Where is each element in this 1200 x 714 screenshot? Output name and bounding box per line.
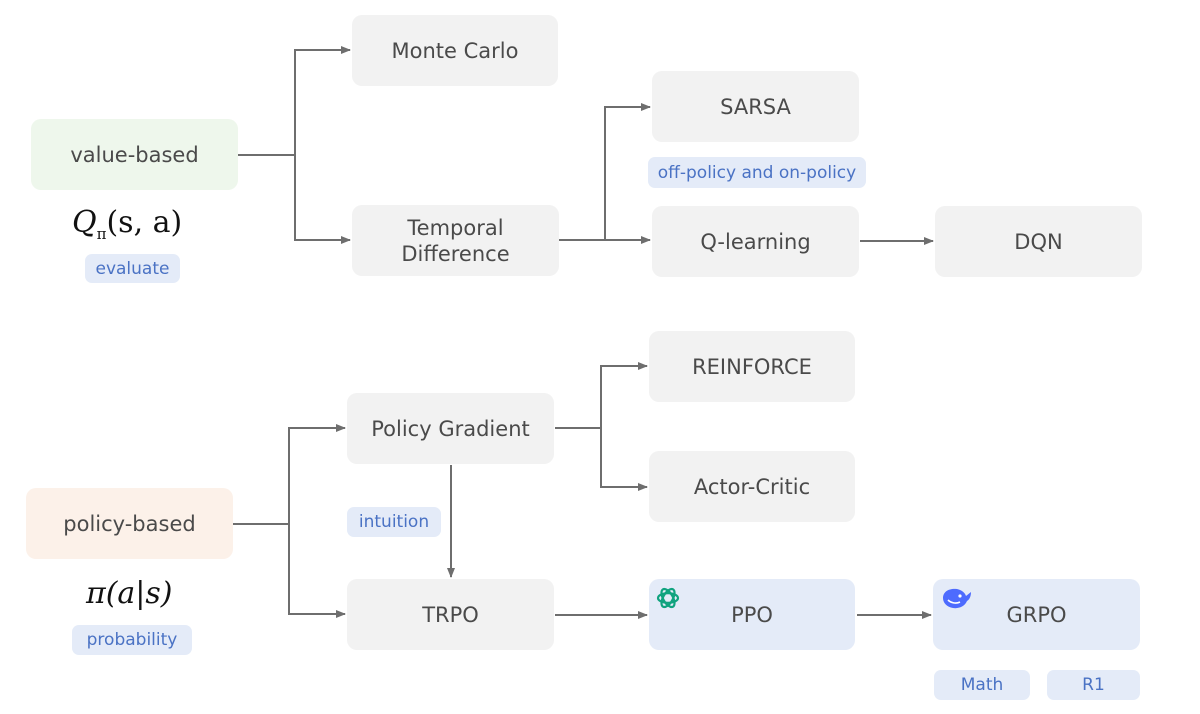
- value-based-node: value-based: [31, 119, 238, 190]
- grpo-node: GRPO: [933, 579, 1140, 650]
- edge-policy-based-to-trpo: [288, 524, 346, 618]
- formula-args: (s, a): [106, 205, 183, 240]
- edge-policy-based-to-policy-gradient: [233, 424, 346, 525]
- edge-value-based-to-temporal-difference: [294, 155, 351, 244]
- openai-logo-icon: [656, 587, 680, 609]
- deepseek-whale-logo-icon: [943, 588, 971, 609]
- dqn-node: DQN: [935, 206, 1142, 277]
- ppo-node: PPO: [649, 579, 855, 650]
- edge-value-based-to-monte-carlo: [238, 46, 351, 156]
- reinforce-node: REINFORCE: [649, 331, 855, 402]
- temporal-difference-node: Temporal Difference: [352, 205, 559, 276]
- formula-pi-subscript: π: [96, 225, 107, 243]
- off-policy-on-policy-tag: off-policy and on-policy: [648, 157, 866, 188]
- policy-gradient-node: Policy Gradient: [347, 393, 554, 464]
- q-learning-node: Q-learning: [652, 206, 859, 277]
- r1-tag: R1: [1047, 670, 1140, 700]
- edge-td-to-sarsa: [559, 103, 651, 241]
- trpo-node: TRPO: [347, 579, 554, 650]
- ppo-label: PPO: [731, 602, 773, 627]
- math-tag: Math: [934, 670, 1030, 700]
- sarsa-node: SARSA: [652, 71, 859, 142]
- grpo-label: GRPO: [1006, 602, 1067, 627]
- intuition-tag: intuition: [347, 507, 441, 537]
- policy-based-node: policy-based: [26, 488, 233, 559]
- value-function-formula: Qπ(s, a): [72, 205, 182, 243]
- policy-function-formula: π(a|s): [86, 576, 173, 611]
- edge-pg-to-reinforce: [555, 362, 648, 429]
- edge-pg-to-actor-critic: [600, 428, 648, 491]
- actor-critic-node: Actor-Critic: [649, 451, 855, 522]
- monte-carlo-node: Monte Carlo: [352, 15, 558, 86]
- evaluate-tag: evaluate: [85, 254, 180, 283]
- formula-q: Q: [72, 205, 97, 240]
- probability-tag: probability: [72, 625, 192, 655]
